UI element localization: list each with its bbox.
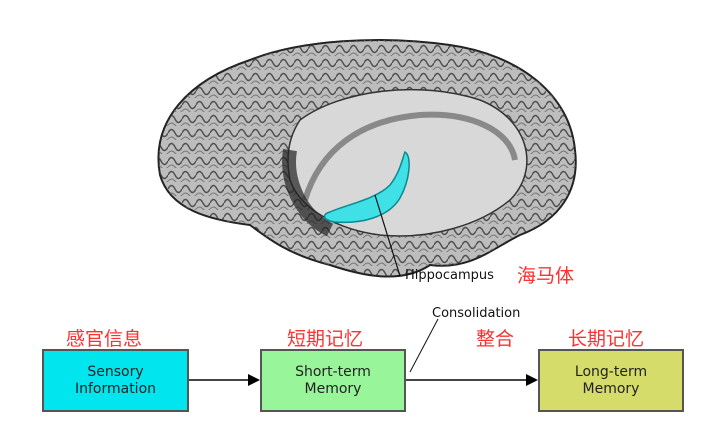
box-line2: Memory <box>304 380 362 397</box>
hippocampus-pointer <box>374 194 401 277</box>
box-line1: Sensory <box>87 363 144 380</box>
consolidation-pointer <box>409 318 439 373</box>
hippocampus-label-cn: 海马体 <box>517 265 575 287</box>
box-line1: Long-term <box>574 363 648 380</box>
hippocampus <box>323 150 410 224</box>
box-line2: Memory <box>582 380 640 397</box>
box-line2: Information <box>74 380 157 397</box>
ltm-label-cn: 长期记忆 <box>568 328 645 350</box>
sensory-label-cn: 感官信息 <box>66 328 143 350</box>
hippocampus-label: Hippocampus <box>405 268 494 283</box>
consolidation-label: Consolidation <box>432 306 521 321</box>
box-line1: Short-term <box>295 363 371 380</box>
stm-label-cn: 短期记忆 <box>287 328 364 350</box>
consolidation-label-cn: 整合 <box>476 328 515 350</box>
